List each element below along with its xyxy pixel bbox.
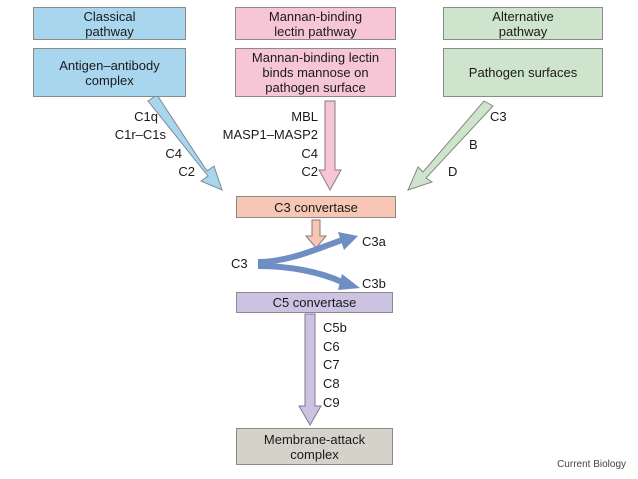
c3b-arrowhead — [338, 274, 360, 290]
c3a-label: C3a — [362, 234, 386, 249]
lectin-pathway-title: Mannan-binding lectin pathway — [235, 7, 396, 40]
alternative-factor: B — [469, 137, 478, 152]
c3-convertase-box: C3 convertase — [236, 196, 396, 218]
credit-text: Current Biology — [557, 459, 626, 470]
alternative-factor: D — [448, 164, 458, 179]
c3-convertase-down-arrow — [304, 219, 328, 249]
alternative-factor: C3 — [490, 109, 507, 124]
c5-convertase-box: C5 convertase — [236, 292, 393, 313]
c3a-arrowhead — [338, 232, 358, 250]
c5-to-mac-arrow — [298, 313, 322, 426]
lectin-factor: C2 — [301, 164, 318, 179]
c3b-label: C3b — [362, 276, 386, 291]
classical-factor: C2 — [178, 164, 195, 179]
terminal-factor: C9 — [323, 395, 340, 410]
lectin-factor: MBL — [291, 109, 318, 124]
lectin-arrow — [318, 100, 342, 192]
c3a-arrow — [257, 237, 344, 265]
classical-factor: C1q — [134, 109, 158, 124]
terminal-factor: C7 — [323, 357, 340, 372]
membrane-attack-complex-box: Membrane-attack complex — [236, 428, 393, 465]
classical-factor: C4 — [165, 146, 182, 161]
antigen-antibody-complex-box: Antigen–antibody complex — [33, 48, 186, 97]
terminal-factor: C5b — [323, 320, 347, 335]
mannose-binding-box: Mannan-binding lectin binds mannose on p… — [235, 48, 396, 97]
pathogen-surfaces-box: Pathogen surfaces — [443, 48, 603, 97]
lectin-factor: C4 — [301, 146, 318, 161]
classical-factor: C1r–C1s — [114, 127, 166, 142]
classical-pathway-title: Classical pathway — [33, 7, 186, 40]
terminal-factor: C6 — [323, 339, 340, 354]
lectin-factor: MASP1–MASP2 — [222, 127, 318, 142]
c3-input-label: C3 — [231, 256, 248, 271]
alternative-arrow — [407, 100, 494, 191]
alternative-pathway-title: Alternative pathway — [443, 7, 603, 40]
terminal-factor: C8 — [323, 376, 340, 391]
classical-arrow — [147, 94, 223, 191]
c3b-arrow — [257, 263, 344, 285]
